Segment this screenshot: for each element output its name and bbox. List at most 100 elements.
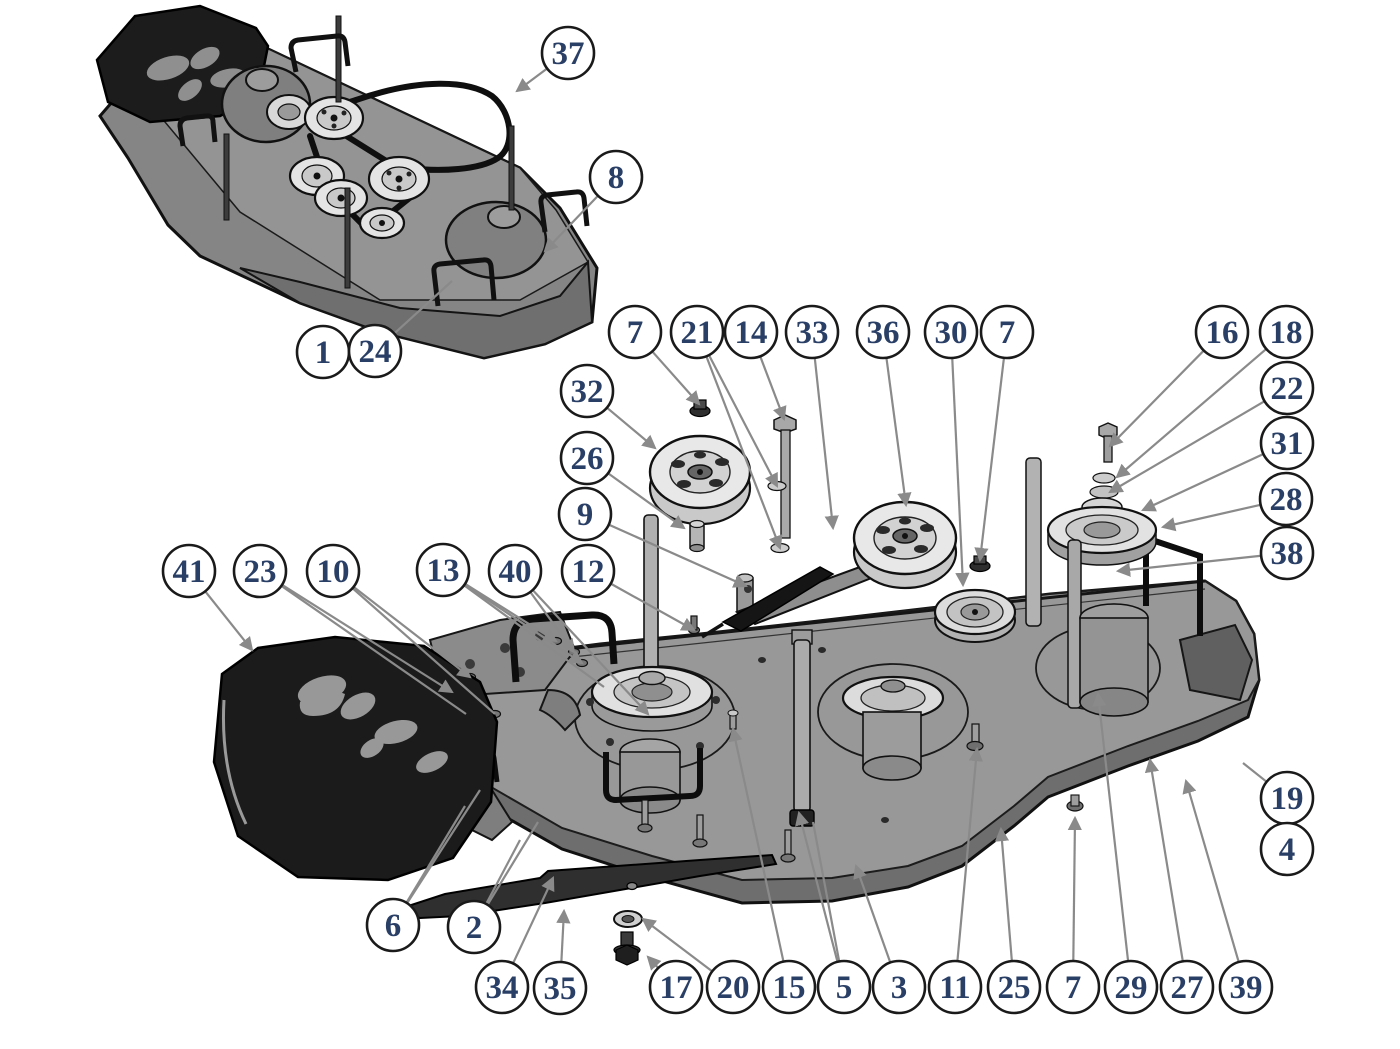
- callout-15: 15: [761, 959, 817, 1015]
- callout-number: 39: [1230, 970, 1263, 1006]
- callout-circle: [232, 543, 288, 599]
- leader-line-18: [1115, 348, 1267, 479]
- callout-number: 30: [935, 315, 968, 351]
- callout-number: 37: [552, 36, 585, 72]
- flat-idler-pulley-32: [648, 434, 752, 526]
- leader-line-35: [556, 908, 571, 963]
- callout-circle: [559, 430, 615, 486]
- callout-number: 41: [173, 554, 206, 590]
- callout-9: 9: [557, 486, 613, 542]
- leader-line-13: [464, 582, 558, 643]
- center-spindle-assembly: [789, 629, 945, 827]
- callout-10: 10: [305, 543, 361, 599]
- callout-circle: [871, 959, 927, 1015]
- callout-circle: [923, 304, 979, 360]
- callout-circle: [487, 543, 543, 599]
- deck-skirt-small: [239, 259, 594, 360]
- callout-number: 5: [836, 970, 853, 1006]
- callout-circle: [979, 304, 1035, 360]
- leader-line-30: [951, 357, 970, 588]
- callout-30: 30: [923, 304, 979, 360]
- callout-circle: [723, 304, 779, 360]
- leader-line-38: [1115, 554, 1262, 577]
- callout-number: 15: [773, 970, 806, 1006]
- callout-6: 6: [365, 897, 421, 953]
- callout-circle: [1218, 959, 1274, 1015]
- callout-circle: [607, 304, 663, 360]
- spindle-shafts-small: [223, 15, 515, 289]
- callout-circle: [474, 959, 530, 1015]
- callout-number: 31: [1271, 426, 1304, 462]
- callout-19: 19: [1259, 770, 1315, 826]
- assembled-deck-view: [95, 4, 599, 360]
- idler-pulley-30: [933, 588, 1017, 643]
- callout-circle: [705, 959, 761, 1015]
- callout-number: 38: [1271, 536, 1304, 572]
- leader-line-40: [529, 591, 576, 654]
- discharge-chute: [212, 635, 499, 882]
- callout-number: 24: [359, 334, 392, 370]
- callout-number: 3: [891, 970, 908, 1006]
- leader-line-15: [728, 726, 785, 962]
- leader-line-16: [1108, 349, 1205, 448]
- callout-36: 36: [855, 304, 911, 360]
- leader-line-29: [1092, 691, 1130, 962]
- callout-circle: [816, 959, 872, 1015]
- callout-number: 18: [1270, 315, 1303, 351]
- blade-washer: [613, 910, 643, 928]
- callout-number: 22: [1271, 371, 1304, 407]
- leader-line-31: [1141, 452, 1264, 512]
- callout-circle: [648, 959, 704, 1015]
- callout-8: 8: [588, 149, 644, 205]
- callout-circle: [1258, 471, 1314, 527]
- callout-circle: [588, 149, 644, 205]
- callout-21: 21: [669, 304, 725, 360]
- leader-line-24: [393, 280, 453, 335]
- leader-line-7: [651, 350, 701, 406]
- leader-line-33: [813, 357, 839, 531]
- callout-number: 14: [735, 315, 768, 351]
- callout-circle: [365, 897, 421, 953]
- callout-number: 29: [1115, 970, 1148, 1006]
- callout-number: 27: [1171, 970, 1204, 1006]
- callout-circle: [1194, 304, 1250, 360]
- callout-number: 20: [717, 970, 750, 1006]
- leader-line-23: [280, 584, 467, 715]
- exploded-deck-view: [212, 399, 1261, 966]
- idler-arm-33: [701, 554, 904, 639]
- leader-line-20: [641, 917, 713, 973]
- callout-4: 4: [1259, 821, 1315, 877]
- callout-12: 12: [560, 543, 616, 599]
- callout-11: 11: [927, 959, 983, 1015]
- callout-circle: [986, 959, 1042, 1015]
- callout-20: 20: [705, 959, 761, 1015]
- leader-line-8: [543, 194, 599, 253]
- callout-circle: [1259, 415, 1315, 471]
- leader-line-14: [759, 355, 787, 422]
- callout-circle: [855, 304, 911, 360]
- callout-number: 21: [681, 315, 714, 351]
- callout-number: 23: [244, 554, 277, 590]
- callout-26: 26: [559, 430, 615, 486]
- callout-number: 9: [577, 497, 594, 533]
- callout-32: 32: [559, 363, 615, 419]
- callout-1: 1: [295, 324, 351, 380]
- callout-circle: [1259, 360, 1315, 416]
- callout-number: 17: [660, 970, 693, 1006]
- callout-number: 33: [796, 315, 829, 351]
- callout-25: 25: [986, 959, 1042, 1015]
- callout-circle: [927, 959, 983, 1015]
- callout-35: 35: [532, 960, 588, 1016]
- callout-number: 13: [427, 553, 460, 589]
- callout-27: 27: [1159, 959, 1215, 1015]
- callout-5: 5: [816, 959, 872, 1015]
- leader-line-7: [1067, 815, 1083, 962]
- callout-28: 28: [1258, 471, 1314, 527]
- leader-line-5: [795, 810, 839, 963]
- callout-34: 34: [474, 959, 530, 1015]
- callout-circle: [540, 25, 596, 81]
- callout-circle: [669, 304, 725, 360]
- callout-7: 7: [979, 304, 1035, 360]
